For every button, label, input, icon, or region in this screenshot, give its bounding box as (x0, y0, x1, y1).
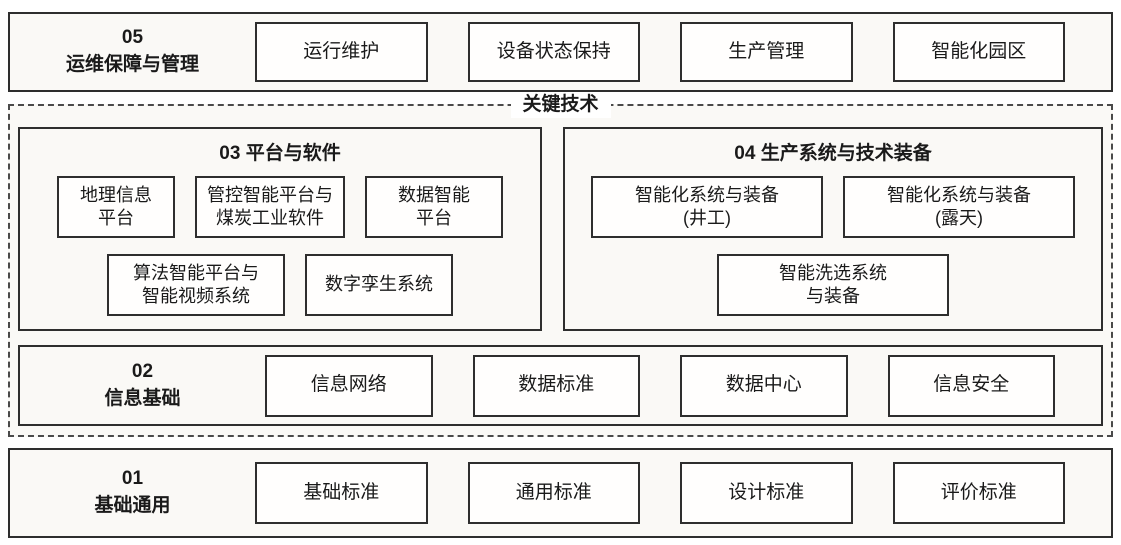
item-box: 算法智能平台与 智能视频系统 (107, 254, 285, 316)
section-03-row-1: 地理信息 平台 管控智能平台与 煤炭工业软件 数据智能 平台 (30, 176, 530, 238)
item-box: 基础标准 (255, 462, 428, 524)
section-03-platform-software: 03 平台与软件 地理信息 平台 管控智能平台与 煤炭工业软件 数据智能 平台 … (18, 127, 542, 331)
layer-05-name: 运维保障与管理 (65, 54, 199, 75)
key-technology-sections: 03 平台与软件 地理信息 平台 管控智能平台与 煤炭工业软件 数据智能 平台 … (18, 127, 1103, 331)
item-box: 数据标准 (472, 354, 640, 417)
layer-01-name: 基础通用 (94, 495, 171, 516)
layer-02-band: 02 信息基础 信息网络 数据标准 数据中心 信息安全 (18, 345, 1103, 426)
item-box: 数据智能 平台 (365, 176, 503, 238)
layer-01-items: 基础标准 通用标准 设计标准 评价标准 (255, 462, 1111, 524)
layer-05-code: 05 (121, 27, 144, 49)
layer-02-items: 信息网络 数据标准 数据中心 信息安全 (265, 354, 1101, 417)
key-technology-label: 关键技术 (510, 92, 611, 118)
layer-01-band: 01 基础通用 基础标准 通用标准 设计标准 评价标准 (8, 448, 1113, 538)
item-box: 信息网络 (265, 354, 433, 417)
item-box: 智能化系统与装备 (露天) (843, 176, 1075, 238)
item-box: 智能洗选系统 与装备 (717, 254, 949, 316)
layer-02-code: 02 (131, 360, 154, 382)
section-03-row-2: 算法智能平台与 智能视频系统 数字孪生系统 (30, 254, 530, 316)
section-04-title: 04 生产系统与技术装备 (734, 143, 932, 164)
section-04-row-2: 智能洗选系统 与装备 (575, 254, 1091, 316)
layer-02-name: 信息基础 (104, 387, 181, 409)
layer-01-code: 01 (121, 468, 144, 490)
item-box: 评价标准 (892, 462, 1065, 524)
layer-02-label: 02 信息基础 (20, 359, 265, 412)
item-box: 设备状态保持 (467, 22, 640, 82)
item-box: 通用标准 (467, 462, 640, 524)
layer-05-band: 05 运维保障与管理 运行维护 设备状态保持 生产管理 智能化园区 (8, 12, 1113, 92)
layer-01-label: 01 基础通用 (10, 466, 255, 519)
key-technology-container: 关键技术 03 平台与软件 地理信息 平台 管控智能平台与 煤炭工业软件 数据智… (8, 92, 1113, 437)
item-box: 管控智能平台与 煤炭工业软件 (195, 176, 345, 238)
section-03-title: 03 平台与软件 (219, 143, 341, 164)
section-04-row-1: 智能化系统与装备 (井工) 智能化系统与装备 (露天) (575, 176, 1091, 238)
item-box: 生产管理 (680, 22, 853, 82)
item-box: 地理信息 平台 (57, 176, 175, 238)
layer-05-label: 05 运维保障与管理 (10, 25, 255, 78)
item-box: 数字孪生系统 (305, 254, 453, 316)
item-box: 智能化园区 (892, 22, 1065, 82)
section-04-production-equipment: 04 生产系统与技术装备 智能化系统与装备 (井工) 智能化系统与装备 (露天)… (563, 127, 1103, 331)
item-box: 运行维护 (255, 22, 428, 82)
layer-05-items: 运行维护 设备状态保持 生产管理 智能化园区 (255, 22, 1111, 82)
item-box: 信息安全 (887, 354, 1055, 417)
item-box: 数据中心 (680, 354, 848, 417)
item-box: 智能化系统与装备 (井工) (591, 176, 823, 238)
item-box: 设计标准 (680, 462, 853, 524)
